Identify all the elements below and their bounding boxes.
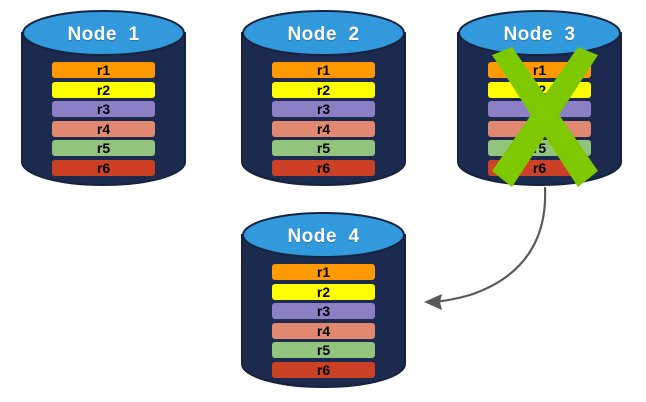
node-row-bar[interactable]: r6 <box>272 159 375 176</box>
node-row-bar[interactable]: r3 <box>52 101 155 117</box>
node-row-bar[interactable]: r5 <box>272 342 375 358</box>
node-row-bar[interactable]: r3 <box>272 101 375 117</box>
node-row-bar[interactable]: r3 <box>272 303 375 319</box>
node-row-bar[interactable]: r5 <box>272 140 375 156</box>
node-row-bar[interactable]: r5 <box>52 140 155 156</box>
node-row-bar[interactable]: r4 <box>52 120 155 137</box>
node-row-bar[interactable]: r2 <box>272 81 375 98</box>
node-row-bar[interactable]: r2 <box>52 81 155 98</box>
node-row-bar[interactable]: r1 <box>272 264 375 280</box>
cylinder-top-ellipse <box>242 10 405 56</box>
node-row-bar[interactable]: r4 <box>272 322 375 339</box>
cylinder-shape <box>241 212 406 388</box>
node-row-bar[interactable]: r2 <box>272 283 375 300</box>
cylinder-top-ellipse <box>22 10 185 56</box>
cylinder-top-ellipse <box>458 10 621 56</box>
cylinder-shape <box>21 10 186 186</box>
node-row-bar[interactable]: r6 <box>272 361 375 378</box>
cylinder-top-ellipse <box>242 212 405 258</box>
node-failure-x-icon <box>492 47 598 187</box>
node-row-bar[interactable]: r1 <box>52 62 155 78</box>
node-row-bar[interactable]: r4 <box>272 120 375 137</box>
node-row-bar[interactable]: r1 <box>272 62 375 78</box>
cylinder-shape <box>241 10 406 186</box>
node-row-bar[interactable]: r6 <box>52 159 155 176</box>
